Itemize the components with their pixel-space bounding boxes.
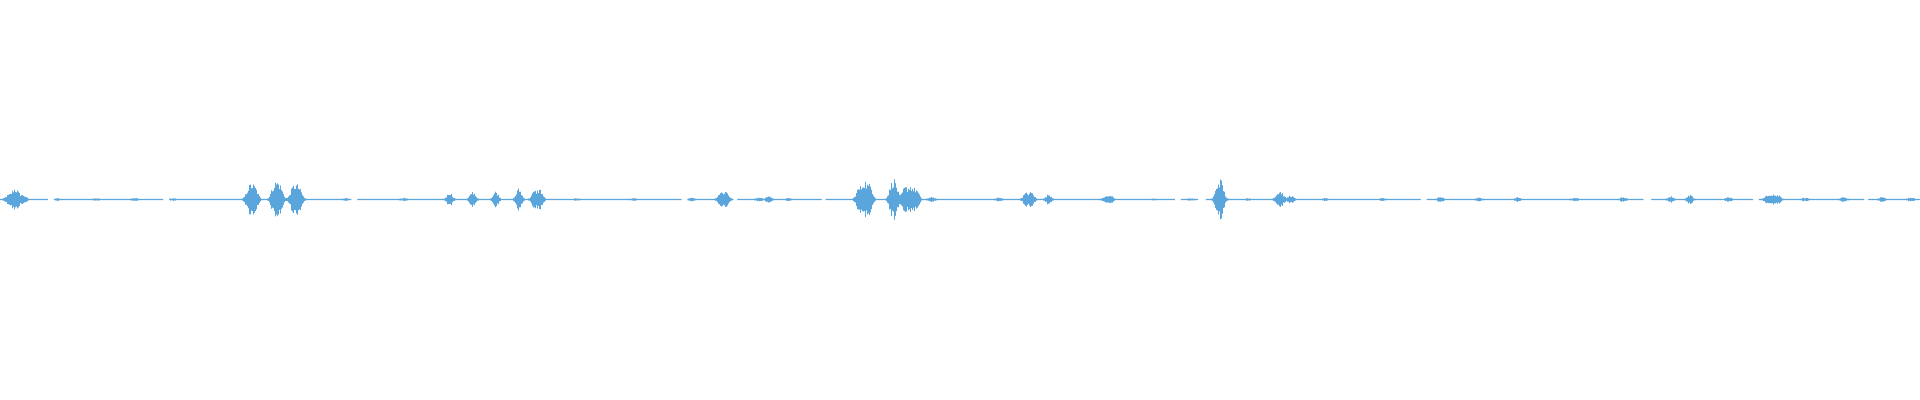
waveform-silence-gaps [48,198,1869,201]
waveform-silence-gap [1420,198,1427,201]
waveform-silence-gap [1175,198,1181,201]
waveform-silence-gap [48,198,54,201]
waveform-silence-gap [733,198,738,201]
waveform-silence-gap [1198,198,1206,201]
waveform-silence-gap [1643,198,1652,201]
waveform-silence-gap [681,198,688,201]
waveform-silence-gap [821,198,826,201]
waveform-silence-gap [1864,198,1869,201]
waveform-silence-gap [163,198,169,201]
waveform-signal [0,179,1920,220]
waveform-silence-gap [1753,198,1759,201]
waveform-silence-gap [351,198,358,201]
